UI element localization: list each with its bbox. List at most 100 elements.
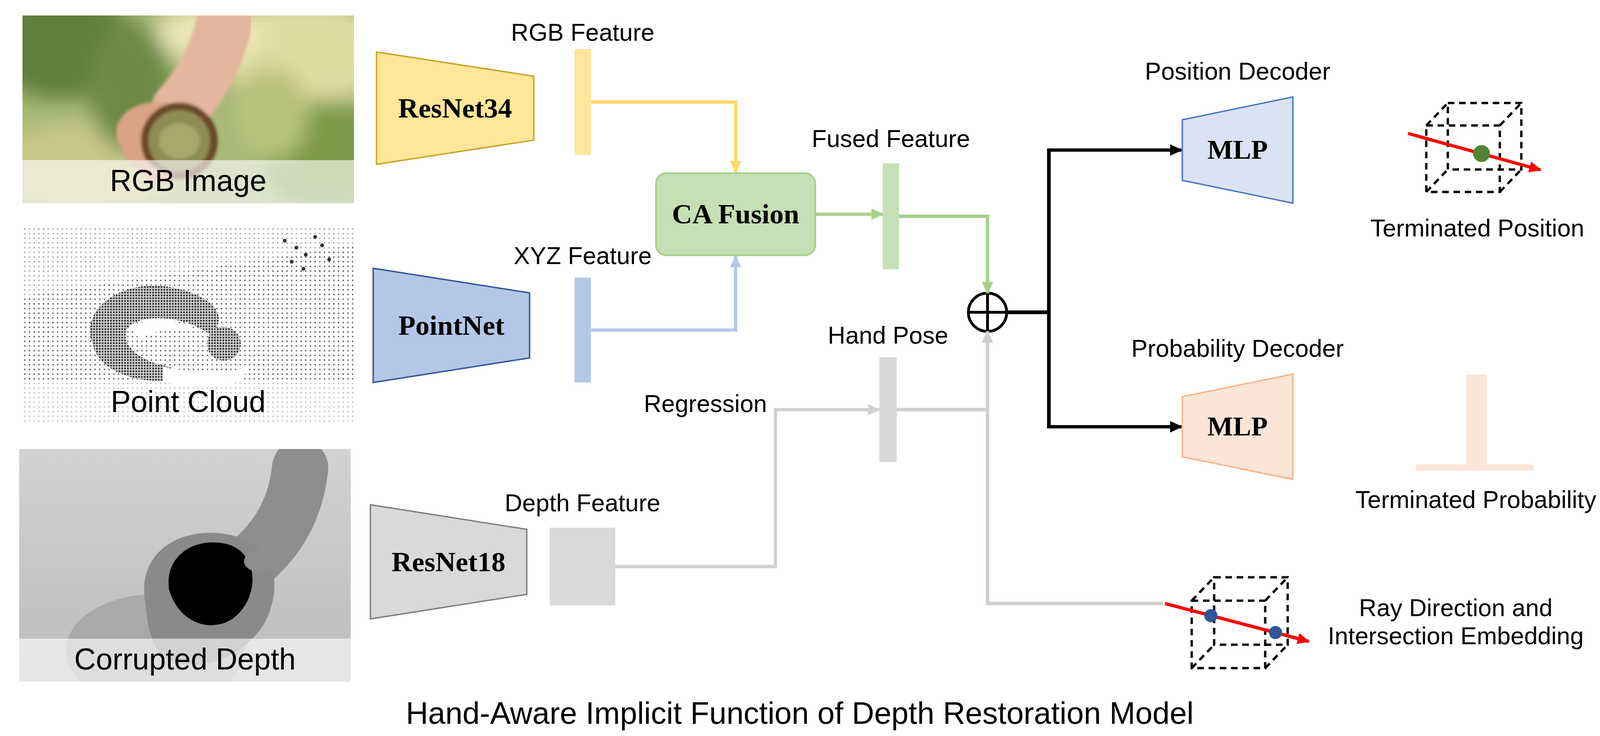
rgb-photo-part-part: [158, 123, 200, 159]
feature-bar: Depth Feature: [549, 527, 616, 606]
point-cloud-render-part: [22, 226, 354, 425]
panel-label: RGB Image: [22, 163, 354, 199]
connector: [987, 150, 1182, 605]
terminated-position-cube: [1408, 103, 1541, 192]
rgb-photo-part-part: [233, 66, 309, 161]
panel-label: Point Cloud: [22, 384, 354, 420]
terminated-probability-bar-part: [1415, 464, 1534, 471]
connector-line: [1006, 312, 1182, 428]
point-cloud-render-part-part: [320, 243, 325, 248]
block-label: PointNet: [398, 309, 505, 342]
decoder-trapezoid: Position DecoderMLP: [1181, 95, 1294, 205]
encoder-trapezoid: ResNet34: [375, 51, 535, 166]
terminated-position-cube-part: [1426, 103, 1522, 192]
feature-bar: Hand Pose: [879, 357, 897, 463]
trapezoid-outline: [376, 51, 534, 165]
sum-symbol-part: [986, 293, 989, 332]
connector-line: [1006, 150, 1182, 313]
connector-line: [1006, 150, 1182, 313]
connector-line: [816, 212, 883, 216]
heading-group: Position Decoder: [1144, 57, 1331, 86]
input-image-panel: Point Cloud: [22, 226, 354, 425]
feature-label: Position Decoder: [1144, 57, 1331, 86]
heading-group: Hand Pose: [827, 321, 949, 350]
edge-label: Regression: [643, 390, 767, 419]
point-cloud-render-part-part: [289, 259, 294, 264]
block-label: ResNet34: [398, 92, 512, 125]
heading-group: RGB Feature: [510, 18, 655, 47]
connector-line: [615, 409, 880, 567]
rgb-photo-part: [116, 15, 229, 185]
output-label: Terminated Position: [1370, 214, 1585, 243]
feature-bar: Fused Feature: [882, 163, 900, 270]
connector-line: [987, 331, 1164, 604]
connector: [896, 150, 1182, 411]
depth-map-render-part: [19, 449, 351, 682]
point-cloud-render-part: [22, 226, 354, 297]
feature-label: Hand Pose: [827, 321, 949, 350]
connector: [899, 150, 1182, 313]
rgb-photo-part: [22, 15, 354, 204]
ray-cube: [1164, 577, 1309, 669]
depth-map-render: [19, 449, 351, 682]
feature-label: RGB Feature: [510, 18, 655, 47]
terminated-position-cube-part-part: [1447, 103, 1522, 170]
panel-label: Corrupted Depth: [19, 642, 351, 678]
point-cloud-render-part-part: [282, 238, 287, 243]
feature-label: XYZ Feature: [513, 242, 652, 271]
ray-cube-part-part: [1191, 644, 1215, 669]
trapezoid-outline: [1182, 374, 1293, 480]
connector-line: [1006, 312, 1182, 428]
point-cloud-render-part-part: [327, 257, 332, 262]
feature-label: Fused Feature: [811, 125, 970, 154]
connector-line: [1006, 150, 1182, 313]
heading-group: Depth Feature: [504, 489, 661, 518]
point-cloud-render-part: [206, 326, 241, 361]
rgb-photo-part-part: [179, 15, 229, 110]
connector-line: [590, 102, 736, 173]
point-cloud-render-part-part: [303, 252, 308, 257]
point-cloud-render-part-part: [313, 235, 318, 239]
heading-group: Fused Feature: [811, 125, 970, 154]
terminated-position-cube-part-part: [1499, 169, 1522, 192]
ray-embedding: Ray Direction and Intersection Embedding: [1163, 575, 1590, 670]
point-cloud-render: [22, 226, 354, 425]
heading-group: XYZ Feature: [513, 242, 652, 271]
ray-cube-part: [1204, 609, 1218, 623]
connector: [590, 102, 736, 173]
connector: [615, 409, 880, 567]
decoder-trapezoid: Probability DecoderMLP: [1181, 373, 1294, 481]
ray-cube-part-part: [1265, 644, 1288, 669]
embedding-label: Ray Direction and Intersection Embedding: [1322, 594, 1590, 651]
feature-label: Probability Decoder: [1131, 334, 1344, 363]
point-cloud-render-part: [90, 285, 220, 382]
sum-symbol: [968, 293, 1007, 332]
depth-map-render-part: [168, 542, 253, 626]
terminated-position-cube-part: [1473, 145, 1490, 163]
feature-label: Depth Feature: [504, 489, 661, 518]
ray-cube-part-part: [1191, 600, 1266, 669]
terminated-position-cube-part-part: [1426, 169, 1448, 192]
ray-cube-part-part: [1214, 577, 1288, 645]
connector: [899, 216, 1182, 428]
caption-band: RGB Image: [22, 160, 354, 204]
trapezoid-outline: [370, 504, 527, 620]
output-label: Terminated Probability: [1355, 486, 1597, 515]
terminated-position-cube-part: [1408, 133, 1541, 170]
depth-map-render-part: [243, 551, 274, 572]
terminated-position-cube-part-part: [1426, 103, 1448, 126]
block-label: CA Fusion: [671, 198, 800, 231]
ray-cube-part: [1164, 603, 1309, 642]
encoder-trapezoid: ResNet18: [369, 503, 528, 620]
terminated-probability-bar: [1415, 374, 1534, 471]
feature-bar: RGB Feature: [574, 49, 591, 155]
diagram-title: Hand-Aware Implicit Function of Depth Re…: [405, 695, 1195, 732]
caption-band: Corrupted Depth: [19, 638, 351, 682]
point-cloud-render-part-part: [294, 245, 299, 250]
connector: [816, 213, 883, 215]
block-label: MLP: [1207, 134, 1269, 166]
terminated-position-cube-part-part: [1499, 103, 1522, 126]
heading-group: Probability Decoder: [1131, 334, 1344, 363]
ray-cube-part-part: [1191, 577, 1215, 601]
rgb-photo: [22, 15, 354, 204]
